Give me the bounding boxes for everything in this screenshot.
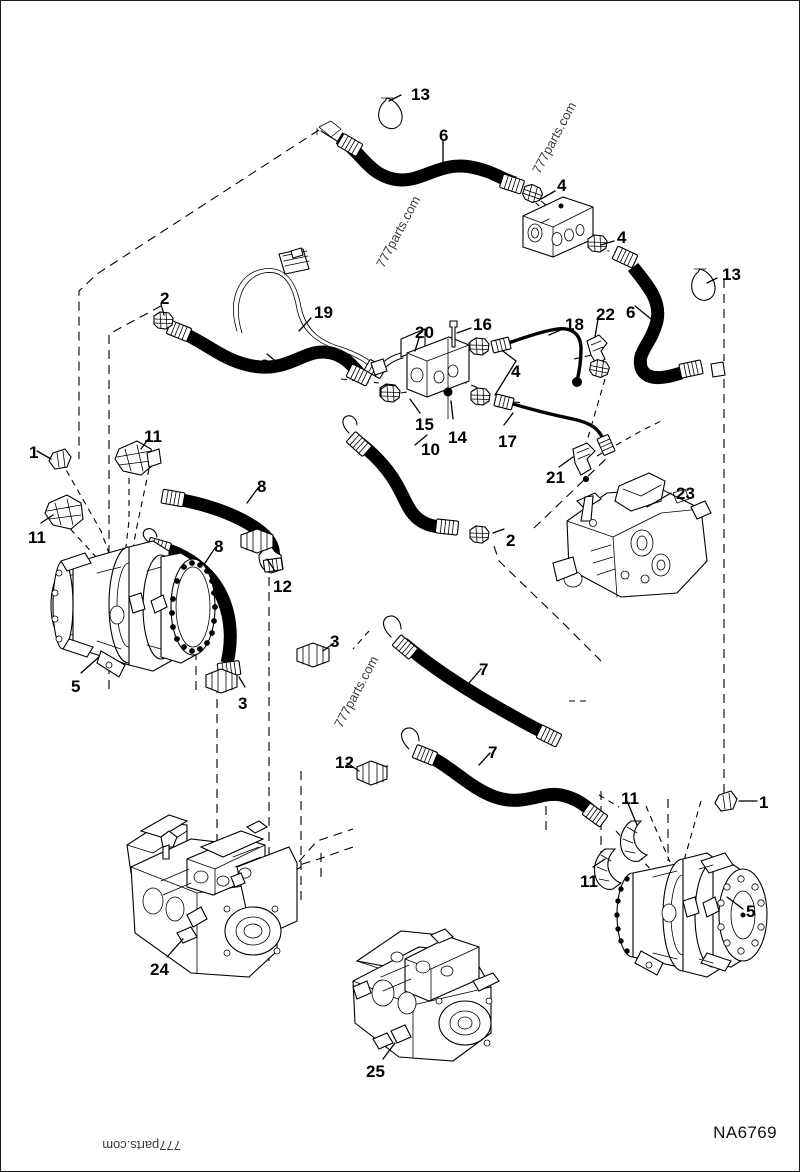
- callout-11: 11: [144, 427, 162, 446]
- callout-leader-lines: [36, 94, 758, 1060]
- hose-9: [153, 311, 373, 387]
- drive-motor-5-right: [593, 790, 768, 978]
- callout-9: 9: [260, 356, 270, 375]
- callout-21: 21: [546, 468, 565, 487]
- callout-3: 3: [330, 632, 340, 651]
- fitting-3-b: [296, 642, 330, 668]
- callout-22: 22: [596, 305, 615, 324]
- fitting-15: [380, 384, 401, 403]
- fitting-12-b: [356, 760, 388, 786]
- callout-2: 2: [160, 289, 170, 308]
- elbow-11-d: [593, 848, 623, 890]
- callout-14: 14: [448, 428, 467, 447]
- elbow-11-c: [619, 820, 649, 862]
- callout-11: 11: [621, 789, 639, 808]
- fitting-3-a: [205, 668, 238, 694]
- callout-24: 24: [150, 960, 169, 979]
- callout-6: 6: [439, 126, 449, 145]
- fitting-1-left: [48, 448, 72, 470]
- elbow-21: [572, 442, 596, 483]
- sensor-harness-19: [233, 247, 387, 380]
- callout-10: 10: [421, 440, 440, 459]
- callout-15: 15: [415, 415, 434, 434]
- callout-13: 13: [722, 265, 741, 284]
- callout-12: 12: [273, 577, 292, 596]
- callout-4: 4: [617, 228, 627, 247]
- callout-11: 11: [580, 872, 598, 891]
- callout-3: 3: [238, 694, 248, 713]
- callout-17: 17: [498, 432, 517, 451]
- callout-6: 6: [626, 303, 636, 322]
- elbow-11-a: [114, 440, 162, 476]
- hydrostatic-pump-24: [126, 814, 298, 978]
- callout-7: 7: [479, 660, 489, 679]
- clamp-13-right: [691, 268, 716, 301]
- control-valve-23: [552, 472, 712, 598]
- callout-18: 18: [565, 315, 584, 334]
- callout-19: 19: [314, 303, 333, 322]
- hose-7-lower: [356, 727, 609, 828]
- callout-1: 1: [759, 793, 769, 812]
- tube-18: [490, 327, 583, 387]
- callout-4: 4: [511, 362, 521, 381]
- fitting-1-right: [714, 790, 738, 812]
- watermark: 777parts.com: [102, 1138, 181, 1153]
- callout-8: 8: [214, 537, 224, 556]
- manifold-block-20: [370, 320, 470, 420]
- callout-7: 7: [488, 743, 498, 762]
- drawing-number: NA6769: [713, 1123, 777, 1142]
- hose-6-top: [316, 120, 545, 206]
- callout-23: 23: [676, 484, 695, 503]
- hose-10: [342, 415, 490, 544]
- callout-8: 8: [257, 477, 267, 496]
- tube-17: [493, 393, 616, 457]
- callout-2: 2: [506, 531, 516, 550]
- drive-motor-5-left: [50, 540, 218, 678]
- hose-7-upper: [296, 615, 563, 748]
- callout-5: 5: [746, 902, 756, 921]
- elbow-22: [586, 334, 611, 380]
- fitting-12-a: [240, 528, 274, 554]
- callout-1: 1: [29, 443, 39, 462]
- hydrostatic-pump-25: [352, 928, 500, 1062]
- clamp-13-top: [378, 97, 403, 130]
- callout-20: 20: [415, 323, 434, 342]
- callout-12: 12: [335, 753, 354, 772]
- elbow-11-b: [44, 494, 84, 530]
- callout-5: 5: [71, 677, 81, 696]
- callout-13: 13: [411, 85, 430, 104]
- callout-16: 16: [473, 315, 492, 334]
- hose-8-upper: [114, 440, 284, 574]
- valve-block-top-right: [522, 196, 594, 258]
- callout-4: 4: [557, 176, 567, 195]
- callout-25: 25: [366, 1062, 385, 1081]
- hose-6-right: [587, 234, 726, 384]
- callout-11: 11: [28, 528, 46, 547]
